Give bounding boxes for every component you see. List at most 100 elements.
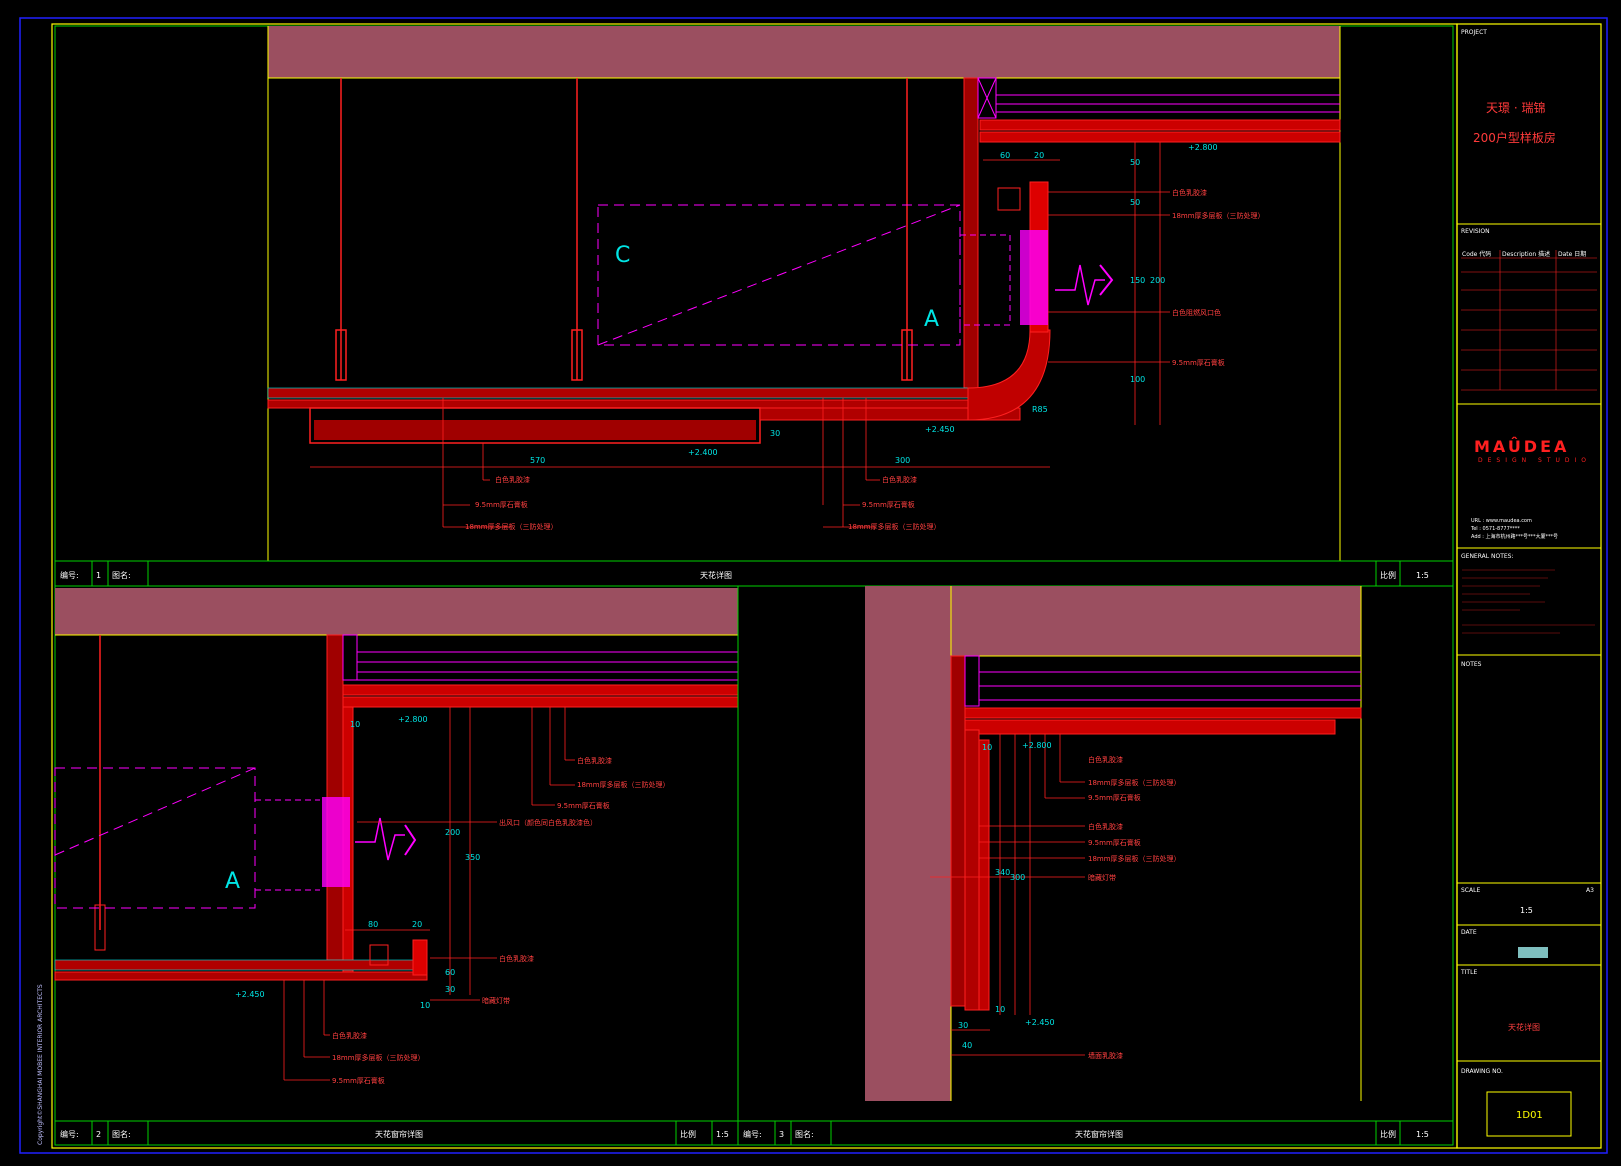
ceiling-slab bbox=[55, 588, 738, 635]
note-label: 白色阻燃风口色 bbox=[1172, 308, 1221, 317]
ceiling-board-1 bbox=[267, 387, 969, 399]
airflow-arrow-icon bbox=[1055, 264, 1105, 306]
note-label: 白色乳胶漆 bbox=[1172, 188, 1207, 197]
dim-50a: 50 bbox=[1130, 158, 1140, 167]
view-scale: 1:5 bbox=[1416, 571, 1429, 580]
scale-size: A3 bbox=[1586, 887, 1594, 894]
dim-340: 340 bbox=[995, 868, 1010, 877]
project-label: PROJECT bbox=[1461, 29, 1487, 36]
level-2800: +2.800 bbox=[1022, 741, 1052, 750]
dim-200: 200 bbox=[445, 828, 460, 837]
level-2450: +2.450 bbox=[1025, 1018, 1055, 1027]
section-letter-a: A bbox=[225, 869, 240, 894]
dim-570: 570 bbox=[530, 456, 545, 465]
dim-200: 200 bbox=[1150, 276, 1165, 285]
note-label: 9.5mm厚石膏板 bbox=[1088, 838, 1141, 847]
dim-10: 10 bbox=[982, 743, 992, 752]
upper-ceiling-board bbox=[979, 119, 1341, 131]
contact-tel: Tel : 0571-8777**** bbox=[1470, 526, 1520, 532]
dim-30: 30 bbox=[770, 429, 780, 438]
dim-60: 60 bbox=[445, 968, 455, 977]
wall-column bbox=[950, 655, 966, 1007]
note-label: 白色乳胶漆 bbox=[577, 756, 612, 765]
studio-logo-sub: DESIGN STUDIO bbox=[1478, 457, 1591, 464]
view-1: C A 60 20 50 50 150 200 100 30 570 300 R… bbox=[54, 25, 1454, 587]
note-label: 18mm厚多层板（三防处理） bbox=[1088, 854, 1181, 863]
revision-col-date: Date 日期 bbox=[1558, 250, 1586, 258]
dim-20: 20 bbox=[1034, 151, 1044, 160]
view-number: 3 bbox=[779, 1130, 784, 1139]
note-label: 9.5mm厚石膏板 bbox=[1088, 793, 1141, 802]
dim-40: 40 bbox=[962, 1041, 972, 1050]
contact-address: Add : 上海市杭州路***号***大厦***号 bbox=[1471, 533, 1558, 540]
vent-grille bbox=[322, 797, 350, 887]
note-label: 白色乳胶漆 bbox=[1088, 755, 1123, 764]
dim-10b: 10 bbox=[420, 1001, 430, 1010]
dim-50b: 50 bbox=[1130, 198, 1140, 207]
section-letter-a: A bbox=[924, 307, 939, 332]
view-3: 10 340 300 10 30 40 +2.800 +2.450 白色乳胶漆 … bbox=[737, 585, 1454, 1146]
note-label: 墙面乳胶漆 bbox=[1088, 1051, 1123, 1060]
dim-60: 60 bbox=[1000, 151, 1010, 160]
view-scale: 1:5 bbox=[716, 1130, 729, 1139]
section-letter-c: C bbox=[615, 243, 630, 268]
drawing-no-label: DRAWING NO. bbox=[1461, 1068, 1503, 1075]
dim-10b: 10 bbox=[995, 1005, 1005, 1014]
note-label: 白色乳胶漆 bbox=[332, 1031, 367, 1040]
notes-label: NOTES bbox=[1461, 661, 1482, 668]
view-1-labels: 白色乳胶漆 18mm厚多层板（三防处理） 白色阻燃风口色 9.5mm厚石膏板 白… bbox=[465, 188, 1265, 531]
dim-30: 30 bbox=[445, 985, 455, 994]
revision-col-desc: Description 描述 bbox=[1502, 250, 1550, 258]
note-label: 18mm厚多层板（三防处理） bbox=[465, 522, 558, 531]
note-label: 18mm厚多层板（三防处理） bbox=[1088, 778, 1181, 787]
level-2450: +2.450 bbox=[235, 990, 265, 999]
view-name: 天花详图 bbox=[700, 570, 732, 580]
copyright-text: Copyright©SHANGHAI MOBEE INTERIOR ARCHIT… bbox=[37, 984, 44, 1145]
drawing-no-box bbox=[1486, 1091, 1572, 1137]
title-label: TITLE bbox=[1460, 969, 1477, 976]
view-name: 天花窗帘详图 bbox=[1075, 1129, 1123, 1139]
revision-label: REVISION bbox=[1461, 228, 1490, 235]
view-name: 天花窗帘详图 bbox=[375, 1129, 423, 1139]
scale-label: SCALE bbox=[1461, 887, 1480, 894]
level-2800: +2.800 bbox=[1188, 143, 1218, 152]
view-2: A 80 20 200 350 60 30 10 10 +2.800 +2.45… bbox=[54, 585, 739, 1146]
dim-100: 100 bbox=[1130, 375, 1145, 384]
dim-300: 300 bbox=[1010, 873, 1025, 882]
title-value: 天花详图 bbox=[1508, 1022, 1540, 1032]
view-1-caption-bar bbox=[54, 560, 1454, 587]
note-label: 18mm厚多层板（三防处理） bbox=[848, 522, 941, 531]
view-number: 1 bbox=[96, 571, 101, 580]
view-scale-label: 比例 bbox=[1380, 570, 1396, 580]
wall-slab bbox=[865, 586, 951, 1101]
level-2450: +2.450 bbox=[925, 425, 955, 434]
view-name-label: 图名: bbox=[112, 570, 131, 580]
project-name-1: 天璟 · 瑞锦 bbox=[1486, 101, 1545, 115]
airflow-arrow-icon bbox=[355, 817, 405, 861]
note-label: 9.5mm厚石膏板 bbox=[332, 1076, 385, 1085]
dim-10: 10 bbox=[350, 720, 360, 729]
level-2400: +2.400 bbox=[688, 448, 718, 457]
view-number: 2 bbox=[96, 1130, 101, 1139]
note-label: 白色乳胶漆 bbox=[495, 475, 530, 484]
contact-url: URL : www.maudea.com bbox=[1471, 518, 1532, 524]
note-label: 9.5mm厚石膏板 bbox=[475, 500, 528, 509]
curved-corner bbox=[967, 329, 1051, 421]
ac-unit-outline bbox=[597, 204, 961, 346]
dim-20: 20 bbox=[412, 920, 422, 929]
view-scale: 1:5 bbox=[1416, 1130, 1429, 1139]
outer-frame bbox=[19, 17, 1608, 1154]
view-number-label: 编号: bbox=[743, 1129, 762, 1139]
view-name-label: 图名: bbox=[112, 1129, 131, 1139]
studio-logo: MAÛDEA bbox=[1474, 437, 1569, 456]
view-scale-label: 比例 bbox=[680, 1129, 696, 1139]
view-number-label: 编号: bbox=[60, 1129, 79, 1139]
date-stamp bbox=[1518, 947, 1548, 958]
ceiling-slab bbox=[268, 26, 1340, 78]
dim-30: 30 bbox=[958, 1021, 968, 1030]
view-name-label: 图名: bbox=[795, 1129, 814, 1139]
view-2-frame bbox=[54, 585, 739, 1122]
note-label: 暗藏灯带 bbox=[1088, 873, 1116, 882]
note-label: 白色乳胶漆 bbox=[882, 475, 917, 484]
note-label: 9.5mm厚石膏板 bbox=[557, 801, 610, 810]
